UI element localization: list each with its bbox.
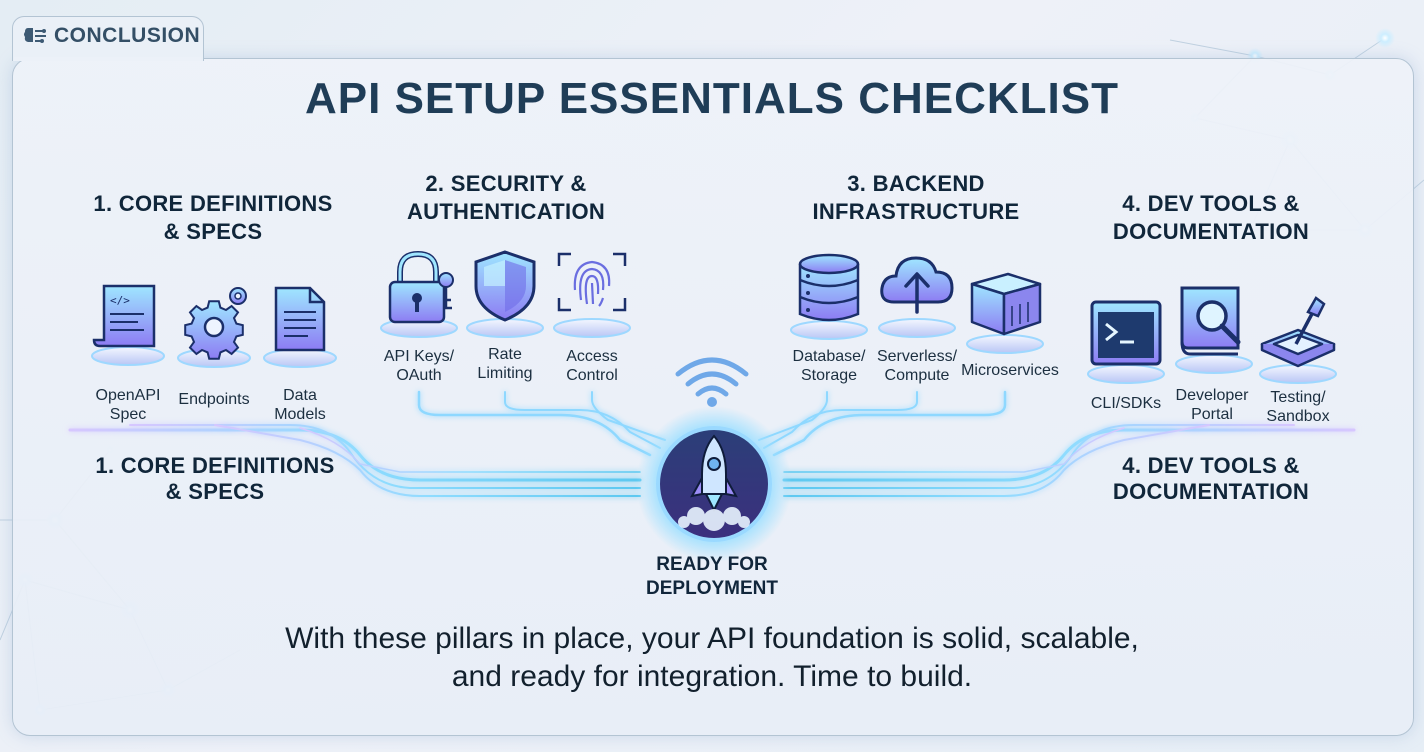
padlock-key-icon bbox=[380, 250, 458, 338]
fingerprint-icon bbox=[553, 252, 631, 338]
lower-heading-core-definitions: 1. CORE DEFINITIONS& SPECS bbox=[95, 453, 335, 504]
database-icon bbox=[790, 253, 868, 340]
section-tab bbox=[12, 16, 204, 61]
brain-circuit-icon bbox=[24, 28, 46, 43]
terminal-icon bbox=[1087, 300, 1165, 384]
shield-icon bbox=[466, 250, 544, 338]
lower-heading-dev-tools: 4. DEV TOOLS &DOCUMENTATION bbox=[1112, 453, 1310, 504]
book-search-icon bbox=[1175, 286, 1253, 374]
item-label-serverless-compute: Serverless/Compute bbox=[876, 348, 958, 384]
item-label-testing-sandbox: Testing/Sandbox bbox=[1266, 389, 1330, 425]
sandbox-shovel-icon bbox=[1259, 296, 1337, 384]
pillar-heading-core-definitions: 1. CORE DEFINITIONS& SPECS bbox=[93, 191, 333, 244]
svg-text:</>: </> bbox=[110, 294, 130, 307]
gear-cog-icon bbox=[177, 287, 251, 368]
document-icon bbox=[263, 286, 337, 368]
item-label-microservices: Microservices bbox=[961, 362, 1059, 379]
conclusion-text: With these pillars in place, your API fo… bbox=[285, 622, 1139, 693]
item-label-cli-sdks: CLI/SDKs bbox=[1090, 395, 1162, 412]
item-label-database-storage: Database/Storage bbox=[792, 348, 866, 384]
item-label-endpoints: Endpoints bbox=[178, 391, 250, 408]
wifi-signal-icon bbox=[675, 357, 749, 407]
page-title: API SETUP ESSENTIALS CHECKLIST bbox=[305, 74, 1119, 123]
cloud-upload-icon bbox=[878, 256, 956, 338]
rocket-icon bbox=[636, 406, 792, 562]
item-label-api-keys: API Keys/OAuth bbox=[383, 348, 455, 384]
cube-box-icon bbox=[966, 272, 1044, 354]
content-card bbox=[12, 58, 1414, 736]
pillar-heading-security: 2. SECURITY &AUTHENTICATION bbox=[406, 171, 606, 224]
pillar-heading-dev-tools: 4. DEV TOOLS &DOCUMENTATION bbox=[1112, 191, 1310, 244]
code-scroll-icon: </> bbox=[91, 284, 165, 366]
section-tab-label: CONCLUSION bbox=[54, 24, 201, 47]
